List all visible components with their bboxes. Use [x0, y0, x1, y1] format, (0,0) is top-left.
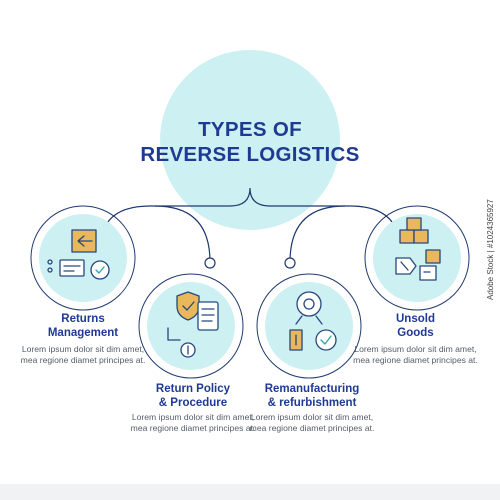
connector-arc [99, 187, 401, 251]
item-2-title-line-1: Return Policy [155, 383, 231, 395]
item-4-title-line-2: Goods [397, 327, 434, 339]
item-4-title-line-1: Unsold [396, 313, 435, 325]
item-2-description: Lorem ipsum dolor sit dim amet, mea regi… [130, 412, 256, 433]
ring-1 [30, 205, 136, 311]
connector-left-inner [154, 205, 211, 263]
ring-3 [256, 273, 362, 379]
shield-check-icon [167, 291, 219, 358]
title-line-2: REVERSE LOGISTICS [140, 143, 360, 166]
item-3-title-line-2: & refurbishment [267, 397, 357, 409]
item-1-title-line-1: Returns [61, 313, 105, 325]
item-4-description: Lorem ipsum dolor sit dim amet, mea regi… [353, 344, 478, 365]
boxes-tag-icon [395, 217, 441, 281]
item-2-title: Return Policy & Procedure [128, 382, 258, 410]
title-line-1: TYPES OF [198, 118, 302, 141]
watermark: Adobe Stock | #1024365927 [486, 199, 495, 300]
item-1-title-line-2: Management [47, 327, 119, 339]
ring-4 [364, 205, 470, 311]
circle-1 [39, 214, 127, 302]
item-3-title: Remanufacturing & refurbishment [237, 382, 387, 410]
connector-dot-3 [284, 257, 296, 269]
item-2-title-line-2: & Procedure [158, 397, 228, 409]
item-3-description: Lorem ipsum dolor sit dim amet, mea regi… [249, 412, 375, 433]
item-1-title: Returns Management [18, 312, 148, 340]
circle-4 [373, 214, 461, 302]
connector-right-inner [289, 205, 346, 263]
item-1-description: Lorem ipsum dolor sit dim amet, mea regi… [20, 344, 146, 365]
wrench-gear-icon [289, 291, 337, 351]
connector-dot-2 [204, 257, 216, 269]
ring-2 [138, 273, 244, 379]
main-circle [160, 50, 340, 230]
diagram-title: TYPES OF REVERSE LOGISTICS [100, 117, 400, 167]
box-return-icon [47, 229, 110, 280]
bottom-bar [0, 484, 500, 500]
item-3-title-line-1: Remanufacturing [264, 383, 360, 395]
item-4-title: Unsold Goods [353, 312, 478, 340]
